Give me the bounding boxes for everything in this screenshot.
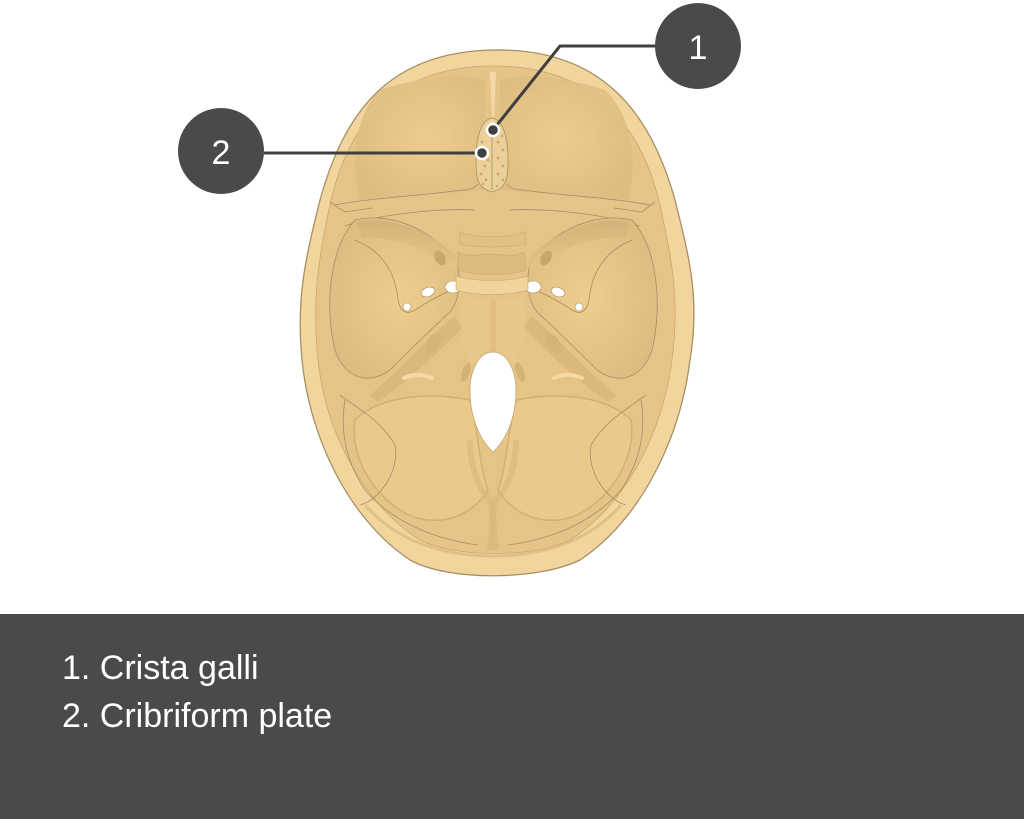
legend-item-cribriform-plate: 2. Cribriform plate: [62, 697, 333, 735]
callout-number-2: 2: [212, 134, 231, 172]
callout-1[interactable]: 1: [485, 3, 741, 138]
foramen-magnum: [460, 351, 526, 453]
pin-marker-2: [474, 145, 490, 161]
legend-panel: 1. Crista galli 2. Cribriform plate: [0, 614, 1024, 819]
anterior-cranial-fossa: [329, 72, 656, 227]
posterior-cranial-fossa: [339, 394, 647, 558]
skull-diagram: 1 2: [178, 3, 741, 577]
callout-number-1: 1: [689, 29, 708, 67]
middle-cranial-fossa: [329, 217, 658, 379]
callout-badge-2[interactable]: [178, 108, 264, 194]
pin-marker-1: [485, 122, 501, 138]
petrous-ridge: [370, 316, 616, 402]
cranial-base-illustration: 1 2: [178, 3, 741, 577]
callout-2[interactable]: 2: [178, 108, 490, 194]
legend-item-crista-galli: 1. Crista galli: [62, 649, 259, 687]
clivus: [460, 296, 526, 370]
sella-turcica: [455, 231, 529, 295]
leader-line-1: [491, 44, 660, 131]
callout-badge-1[interactable]: [655, 3, 741, 89]
legend-list: 1. Crista galli 2. Cribriform plate: [62, 644, 332, 740]
